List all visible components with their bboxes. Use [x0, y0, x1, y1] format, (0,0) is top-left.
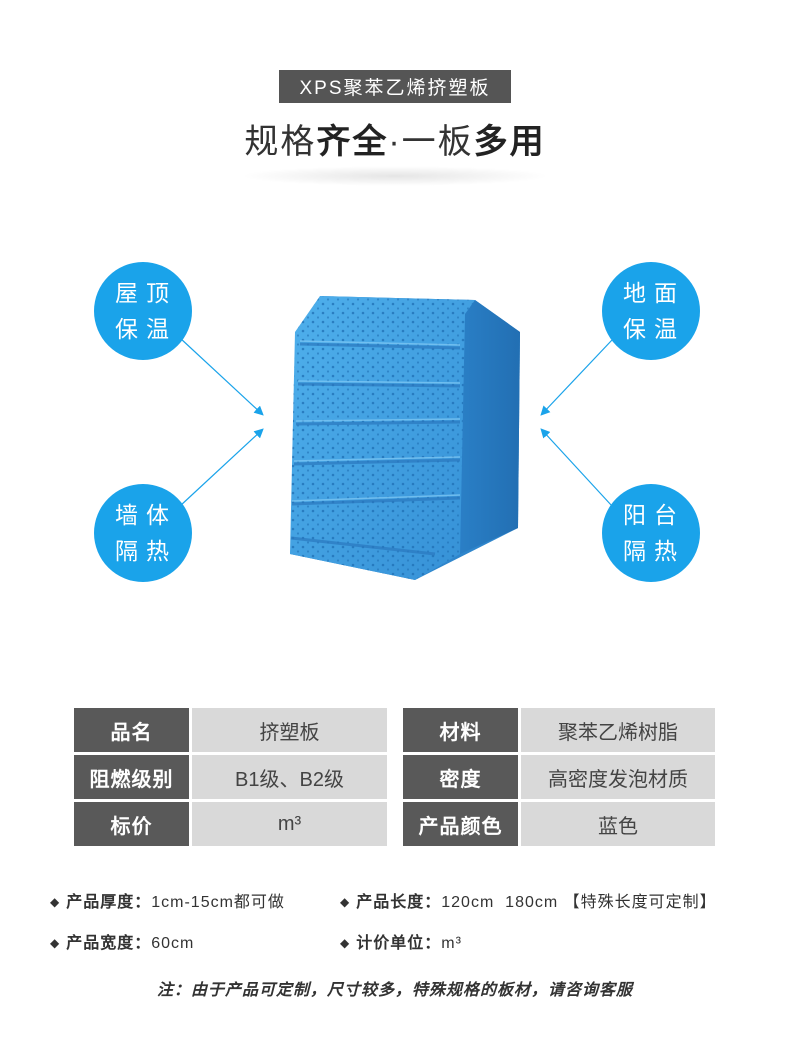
spec-label: 产品厚度： [66, 894, 152, 911]
headline-shadow [240, 166, 550, 186]
spec-key: 品名 [74, 708, 189, 752]
spec-key: 材料 [403, 708, 518, 752]
table-row: 产品颜色 蓝色 [403, 802, 715, 846]
spec-value: B1级、B2级 [189, 755, 387, 799]
spec-thickness: ◆ 产品厚度：1cm-15cm都可做 [50, 888, 285, 912]
diamond-bullet-icon: ◆ [50, 895, 61, 909]
page-headline: 规格齐全·一板多用 [0, 114, 790, 163]
headline-part-4: 多用 [473, 123, 546, 161]
use-line-1: 阳台 [623, 502, 685, 528]
spec-width: ◆ 产品宽度：60cm [50, 929, 194, 953]
spec-label: 计价单位： [356, 935, 442, 952]
use-line-1: 屋顶 [115, 280, 177, 306]
headline-part-1: 规格 [244, 123, 317, 161]
spec-text: m³ [441, 935, 462, 952]
table-row: 密度 高密度发泡材质 [403, 755, 715, 799]
spec-key: 阻燃级别 [74, 755, 189, 799]
table-row: 标价 m³ [74, 802, 387, 846]
spec-label: 产品长度： [356, 894, 442, 911]
headline-part-2: 齐全 [316, 123, 389, 161]
use-wall-insulation: 墙体 隔热 [94, 484, 192, 582]
spec-value: 聚苯乙烯树脂 [518, 708, 715, 752]
spec-key: 产品颜色 [403, 802, 518, 846]
spec-table-left: 品名 挤塑板 阻燃级别 B1级、B2级 标价 m³ [74, 705, 387, 849]
diamond-bullet-icon: ◆ [340, 936, 351, 950]
table-row: 材料 聚苯乙烯树脂 [403, 708, 715, 752]
xps-board-image [290, 296, 520, 580]
spec-value: 高密度发泡材质 [518, 755, 715, 799]
diamond-bullet-icon: ◆ [340, 895, 351, 909]
headline-part-3: ·一板 [388, 123, 474, 161]
footnote: 注：由于产品可定制，尺寸较多，特殊规格的板材，请咨询客服 [156, 982, 633, 999]
use-balcony-insulation: 阳台 隔热 [602, 484, 700, 582]
pointer-arrows [179, 337, 613, 507]
spec-text: 120cm 180cm 【特殊长度可定制】 [441, 894, 717, 911]
use-line-1: 地面 [623, 280, 685, 306]
product-tag: XPS聚苯乙烯挤塑板 [279, 70, 511, 103]
arrow-bottom-right [540, 428, 613, 507]
spec-value: m³ [189, 802, 387, 846]
spec-unit: ◆ 计价单位：m³ [340, 929, 462, 953]
table-row: 品名 挤塑板 [74, 708, 387, 752]
arrow-bottom-left [179, 428, 264, 507]
diamond-bullet-icon: ◆ [50, 936, 61, 950]
use-roof-insulation: 屋顶 保温 [94, 262, 192, 360]
table-row: 阻燃级别 B1级、B2级 [74, 755, 387, 799]
use-floor-insulation: 地面 保温 [602, 262, 700, 360]
use-line-2: 保温 [623, 316, 685, 342]
arrow-top-right [540, 339, 613, 416]
use-line-1: 墙体 [115, 502, 177, 528]
use-line-2: 隔热 [623, 538, 685, 564]
spec-text: 60cm [151, 935, 195, 952]
spec-value: 蓝色 [518, 802, 715, 846]
use-line-2: 隔热 [115, 538, 177, 564]
spec-length: ◆ 产品长度：120cm 180cm 【特殊长度可定制】 [340, 888, 717, 912]
spec-key: 标价 [74, 802, 189, 846]
spec-key: 密度 [403, 755, 518, 799]
use-line-2: 保温 [115, 316, 177, 342]
spec-value: 挤塑板 [189, 708, 387, 752]
spec-label: 产品宽度： [66, 935, 152, 952]
spec-text: 1cm-15cm都可做 [151, 894, 285, 911]
arrow-top-left [179, 337, 264, 416]
spec-table-right: 材料 聚苯乙烯树脂 密度 高密度发泡材质 产品颜色 蓝色 [403, 705, 715, 849]
